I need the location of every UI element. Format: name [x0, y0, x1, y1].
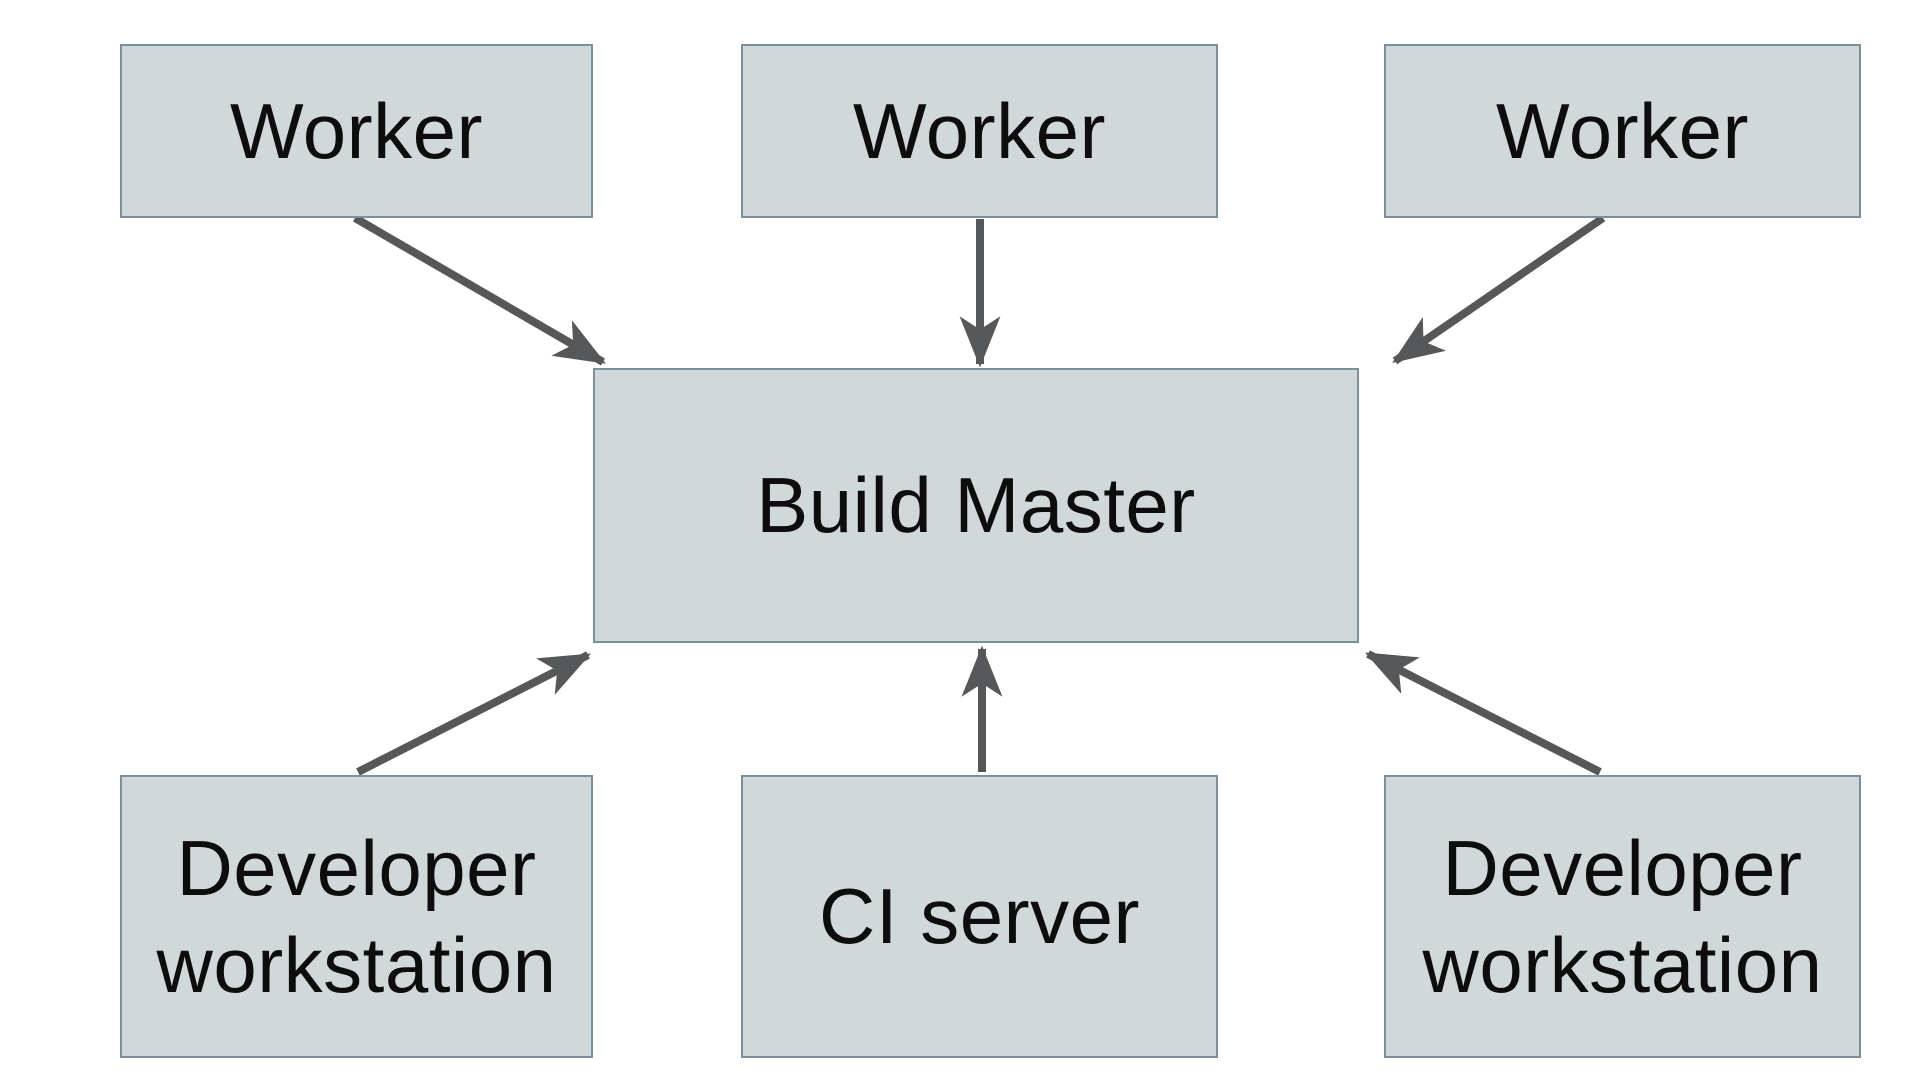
- node-worker-2: Worker: [741, 44, 1218, 218]
- arrow-developer-workstation-1-to-build-master: [356, 651, 592, 776]
- node-worker-3: Worker: [1384, 44, 1861, 218]
- node-developer-workstation-2-label: workstation: [1422, 920, 1823, 1009]
- node-developer-workstation-2-label: Developer: [1442, 823, 1803, 912]
- node-ci-server-label: CI server: [819, 872, 1140, 961]
- node-worker-3-label: Worker: [1496, 86, 1749, 175]
- node-worker-1: Worker: [120, 44, 593, 218]
- arrow-developer-workstation-2-to-build-master: [1364, 650, 1602, 776]
- arrow-worker-3-to-build-master: [1392, 214, 1606, 365]
- node-developer-workstation-1-label: Developer: [176, 823, 537, 912]
- arrow-worker-1-to-build-master: [352, 214, 606, 366]
- node-worker-2-label: Worker: [853, 86, 1106, 175]
- node-build-master: Build Master: [593, 368, 1359, 643]
- node-worker-1-label: Worker: [230, 86, 483, 175]
- node-build-master-label: Build Master: [756, 461, 1196, 550]
- node-ci-server: CI server: [741, 775, 1218, 1058]
- node-developer-workstation-1-label: workstation: [156, 920, 557, 1009]
